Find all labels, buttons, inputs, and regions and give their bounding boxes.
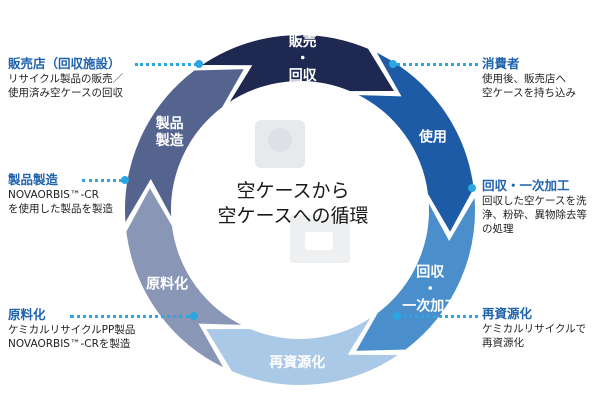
cycle-arrow-use [353,48,476,236]
cycle-label-recovery: 一次加工 [402,297,458,314]
case-image [255,120,350,263]
cycle-label-sales: 販売 [289,33,317,50]
cycle-label-product: 製品 [155,115,184,132]
cycle-label-material: 原料化 [146,276,188,293]
annotation-sales: 販売店（回収施設） リサイクル製品の販売／ 使用済み空ケースの回収 [8,56,123,100]
annotation-recovery-title: 回収・一次加工 [482,178,570,193]
cycle-arrow-material [124,184,247,372]
cycle-label-use: 使用 [418,128,447,145]
cycle-label-product: 製造 [155,132,184,149]
connector-product [82,179,122,182]
connector-sales-dot [195,60,203,68]
annotation-consumer-line: 使用後、販売店へ [482,73,566,85]
annotation-sales-line: 使用済み空ケースの回収 [8,87,123,99]
annotation-material: 原料化 ケミカルリサイクルPP製品 NOVAORBIS™-CRを製造 [8,307,135,351]
connector-recycle [398,315,478,318]
connector-consumer [392,63,478,66]
center-title-line1: 空ケースから [236,180,349,202]
cycle-label-recovery: ・ [423,281,437,297]
annotation-material-title: 原料化 [8,307,46,322]
annotation-recycle-title: 再資源化 [482,306,533,321]
annotation-consumer-line: 空ケースを持ち込み [482,87,576,99]
cycle-arrow-product [123,67,248,229]
annotation-consumer: 消費者 使用後、販売店へ 空ケースを持ち込み [482,56,576,100]
cycle-label-sales: 回収 [289,67,318,84]
annotation-material-line: NOVAORBIS™-CRを製造 [8,338,131,350]
annotation-product-title: 製品製造 [8,172,59,187]
connector-consumer-dot [389,60,397,68]
annotation-sales-title: 販売店（回収施設） [8,56,121,71]
annotation-product-line: を使用した製品を製造 [8,203,113,215]
cycle-label-recovery: 回収 [416,263,445,280]
cycle-arrow-recycle [202,314,405,387]
annotation-consumer-title: 消費者 [482,56,520,71]
connector-recovery-dot [468,184,476,192]
annotation-recycle: 再資源化 ケミカルリサイクルで 再資源化 [482,306,586,350]
annotation-recovery: 回収・一次加工 回収した空ケースを洗 浄、粉砕、異物除去等 の処理 [482,178,587,236]
annotation-recovery-line: 回収した空ケースを洗 [482,195,587,207]
connector-product-dot [121,176,129,184]
connector-sales [135,63,197,66]
connector-material [70,315,190,318]
cycle-arrow-recovery [352,191,477,353]
annotation-product: 製品製造 NOVAORBIS™-CR を使用した製品を製造 [8,172,113,216]
annotation-recycle-line: 再資源化 [482,337,524,349]
connector-material-dot [190,312,198,320]
annotation-recycle-line: ケミカルリサイクルで [482,323,587,335]
cycle-arrow-sales [195,33,398,106]
cycle-label-recycle: 再資源化 [269,354,325,371]
annotation-recovery-line: の処理 [482,223,514,235]
annotation-sales-line: リサイクル製品の販売／ [8,73,123,85]
annotation-recovery-line: 浄、粉砕、異物除去等 [482,209,587,221]
cycle-ring [123,33,477,387]
connector-recycle-dot [393,312,401,320]
center-title-line2: 空ケースへの循環 [217,205,368,227]
cycle-label-sales: ・ [296,51,310,67]
annotation-material-line: ケミカルリサイクルPP製品 [8,324,136,336]
annotation-product-line: NOVAORBIS™-CR [8,189,99,201]
